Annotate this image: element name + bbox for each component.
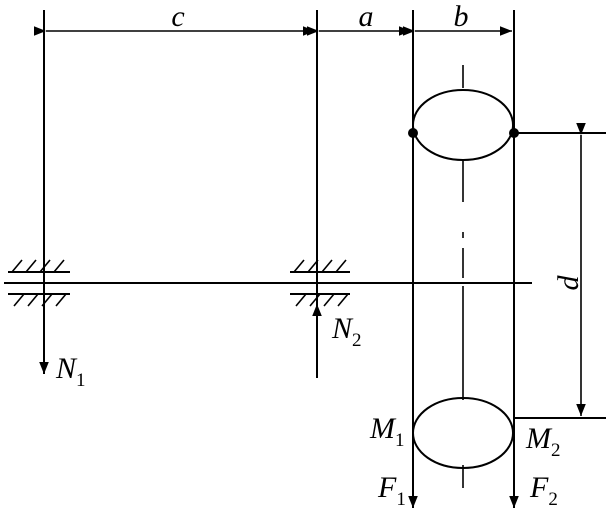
dimension-b-label: b bbox=[454, 0, 469, 33]
force-f2-label: F2 bbox=[529, 471, 558, 510]
left-bearing-symbol bbox=[8, 259, 70, 307]
force-n2-label: N2 bbox=[331, 312, 362, 351]
bottom-disk bbox=[412, 397, 514, 469]
force-n1-label: N1 bbox=[55, 352, 86, 391]
dimension-c-label: c bbox=[171, 0, 184, 33]
contact-point-left bbox=[408, 128, 418, 138]
force-f1-label: F1 bbox=[377, 471, 406, 510]
moment-m1-label: M1 bbox=[369, 412, 405, 451]
dimension-d-label: d bbox=[552, 275, 585, 291]
dimension-a-label: a bbox=[359, 0, 374, 33]
right-bearing-symbol bbox=[290, 259, 350, 307]
top-disk bbox=[412, 89, 514, 161]
moment-m2-label: M2 bbox=[525, 422, 561, 461]
